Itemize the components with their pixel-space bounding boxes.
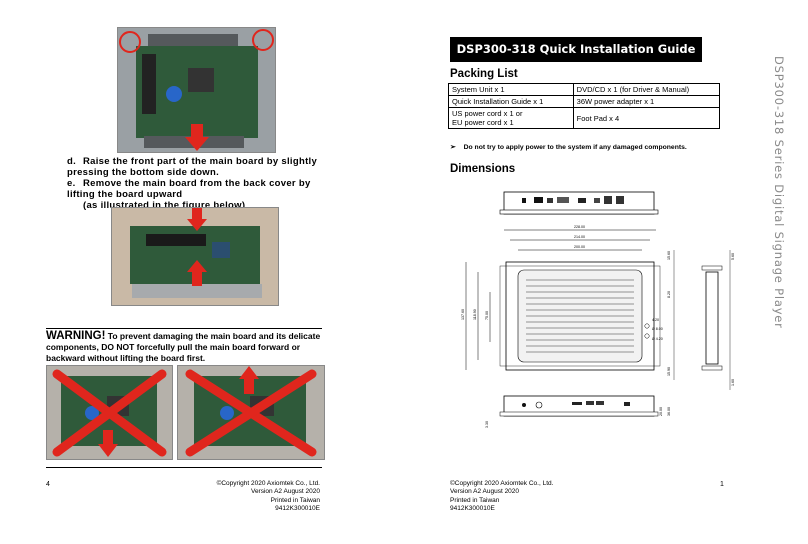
- table-cell: Foot Pad x 4: [572, 107, 721, 129]
- arrow-bullet-icon: ➢: [450, 144, 456, 151]
- dim-width-3: 200.00: [574, 245, 585, 249]
- table-cell: 36W power adapter x 1: [572, 95, 721, 108]
- step-e: e.Remove the main board from the back co…: [67, 178, 311, 200]
- table-row: US power cord x 1 or EU power cord x 1 F…: [448, 107, 721, 129]
- dim-side-bottom: 1.60: [731, 379, 735, 386]
- footer-rule: [46, 467, 322, 468]
- cross-mark-icon: [185, 369, 317, 457]
- battery-icon: [85, 406, 99, 420]
- dim-width-2: 214.00: [574, 235, 585, 239]
- left-page: d.Raise the front part of the main board…: [46, 27, 325, 512]
- copyright-footer: ©Copyright 2020 Axiomtek Co., Ltd. Versi…: [216, 480, 320, 512]
- dimensions-heading: Dimensions: [450, 163, 516, 175]
- rear-view: 3.30 20.00 36.00: [485, 395, 671, 428]
- dim-right-2: 8.20: [667, 291, 671, 298]
- series-side-title: DSP300-318 Series Digital Signage Player: [772, 56, 786, 329]
- table-cell: Quick Installation Guide x 1: [448, 95, 574, 108]
- top-view: 228.00 214.00 200.00: [461, 225, 675, 380]
- dim-height-3: 75.00: [485, 311, 489, 320]
- dim-hole-2: Ø 8.00: [652, 327, 663, 331]
- dim-hole-3: Ø 4.20: [652, 337, 663, 341]
- red-down-arrow-icon: [98, 430, 118, 457]
- red-up-arrow-icon: [239, 366, 259, 394]
- wrong-method-photo-1: [46, 365, 173, 460]
- dim-width-1: 228.00: [574, 225, 585, 229]
- main-board-photo-top: [117, 27, 276, 153]
- dim-rear-right-1: 20.00: [659, 407, 663, 416]
- dimensions-drawing: 228.00 214.00 200.00: [461, 191, 735, 428]
- warning-top-rule: [46, 328, 322, 329]
- table-row: System Unit x 1 DVD/CD x 1 (for Driver &…: [448, 83, 721, 96]
- dim-hole-1: 4.20: [652, 318, 659, 322]
- dim-rear-left: 3.30: [485, 421, 489, 428]
- step-e-note: (as illustrated in the figure below): [83, 200, 246, 211]
- wrong-method-photo-2: [177, 365, 325, 460]
- cross-mark-icon: [52, 369, 167, 457]
- battery-icon: [220, 406, 234, 420]
- page-number: 1: [720, 481, 724, 488]
- red-down-arrow-icon: [185, 124, 209, 151]
- dim-rear-right-2: 36.00: [667, 407, 671, 416]
- table-cell: System Unit x 1: [448, 83, 574, 96]
- page-number: 4: [46, 481, 50, 488]
- right-page: DSP300-318 Quick Installation Guide DSP3…: [404, 0, 808, 544]
- guide-title: DSP300-318 Quick Installation Guide: [450, 37, 702, 62]
- dim-height-1: 137.60: [461, 309, 465, 320]
- red-up-arrow-icon: [187, 260, 207, 286]
- board-shape: [136, 46, 258, 138]
- highlight-circles: [119, 29, 274, 53]
- battery-icon: [166, 86, 182, 102]
- step-d: d.Raise the front part of the main board…: [67, 156, 318, 178]
- warning-block: WARNING! To prevent damaging the main bo…: [46, 330, 321, 363]
- power-warning-note: ➢ Do not try to apply power to the syste…: [450, 144, 687, 151]
- dim-side-top: 5.60: [731, 253, 735, 260]
- table-cell: US power cord x 1 or EU power cord x 1: [448, 107, 574, 129]
- packing-list-table: System Unit x 1 DVD/CD x 1 (for Driver &…: [448, 83, 721, 129]
- dim-right-3: 15.90: [667, 367, 671, 376]
- red-down-arrow-icon: [187, 208, 207, 231]
- lifting-board-photo: [111, 207, 279, 306]
- side-view: 5.60 1.60: [701, 250, 735, 390]
- table-row: Quick Installation Guide x 1 36W power a…: [448, 95, 721, 108]
- dim-right-1: 15.60: [667, 251, 671, 260]
- dim-height-2: 118.90: [473, 309, 477, 320]
- copyright-footer: ©Copyright 2020 Axiomtek Co., Ltd. Versi…: [450, 480, 554, 512]
- table-cell: DVD/CD x 1 (for Driver & Manual): [572, 83, 721, 96]
- front-view: [499, 191, 659, 215]
- packing-list-heading: Packing List: [450, 68, 518, 80]
